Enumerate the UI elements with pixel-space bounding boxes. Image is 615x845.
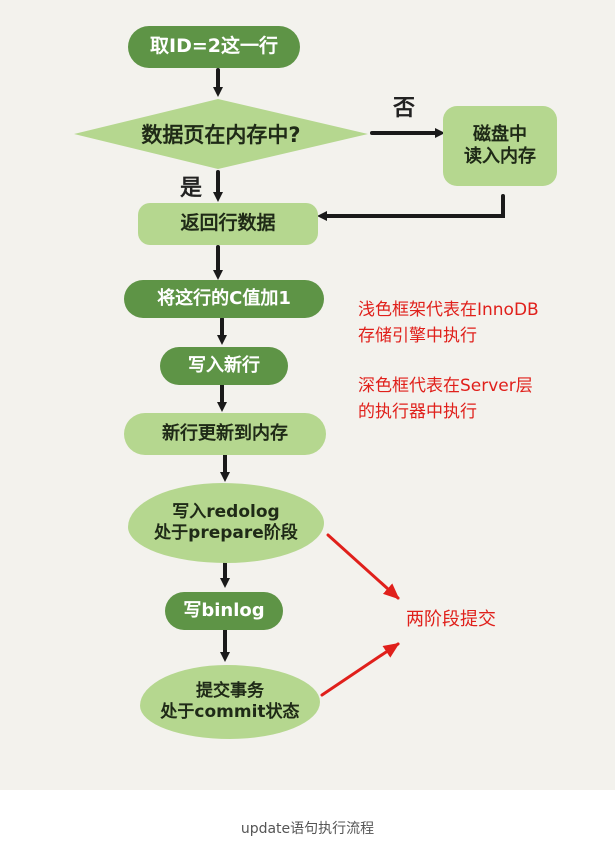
node-add-one-label: 将这行的C值加1 [157, 287, 291, 309]
node-return-row: 返回行数据 [138, 203, 318, 245]
red-arrow-commit [320, 642, 400, 697]
node-fetch-row-label: 取ID=2这一行 [150, 35, 278, 58]
branch-label-no: 否 [393, 95, 416, 121]
node-disk-read-label: 磁盘中 读入内存 [464, 123, 536, 168]
node-write-binlog-label: 写binlog [183, 599, 265, 621]
two-phase-commit-label: 两阶段提交 [406, 609, 496, 630]
node-update-mem-label: 新行更新到内存 [162, 422, 288, 444]
legend-dark-box: 深色框代表在Server层 的执行器中执行 [358, 376, 533, 422]
node-commit-label: 提交事务 处于commit状态 [160, 680, 300, 722]
node-write-redolog-label: 写入redolog 处于prepare阶段 [154, 501, 298, 543]
node-decision: 数据页在内存中? [68, 96, 374, 172]
node-write-redolog: 写入redolog 处于prepare阶段 [128, 483, 324, 563]
node-return-row-label: 返回行数据 [180, 212, 276, 235]
node-write-binlog: 写binlog [165, 592, 283, 630]
node-fetch-row: 取ID=2这一行 [128, 26, 300, 68]
node-write-row: 写入新行 [160, 347, 288, 385]
node-add-one: 将这行的C值加1 [124, 280, 324, 318]
red-arrow-redolog [326, 533, 400, 600]
node-disk-read: 磁盘中 读入内存 [443, 106, 557, 186]
node-update-mem: 新行更新到内存 [124, 413, 326, 455]
node-commit: 提交事务 处于commit状态 [140, 665, 320, 739]
arrow-disk-to-return [317, 194, 505, 221]
branch-label-yes: 是 [180, 175, 203, 201]
node-write-row-label: 写入新行 [188, 354, 260, 376]
decision-diamond-shape [74, 99, 368, 169]
figure-caption: update语句执行流程 [240, 821, 375, 837]
node-decision-label: 数据页在内存中? [141, 123, 301, 147]
legend-light-box: 浅色框架代表在InnoDB 存储引擎中执行 [358, 300, 539, 346]
flow-arrows [213, 68, 505, 697]
